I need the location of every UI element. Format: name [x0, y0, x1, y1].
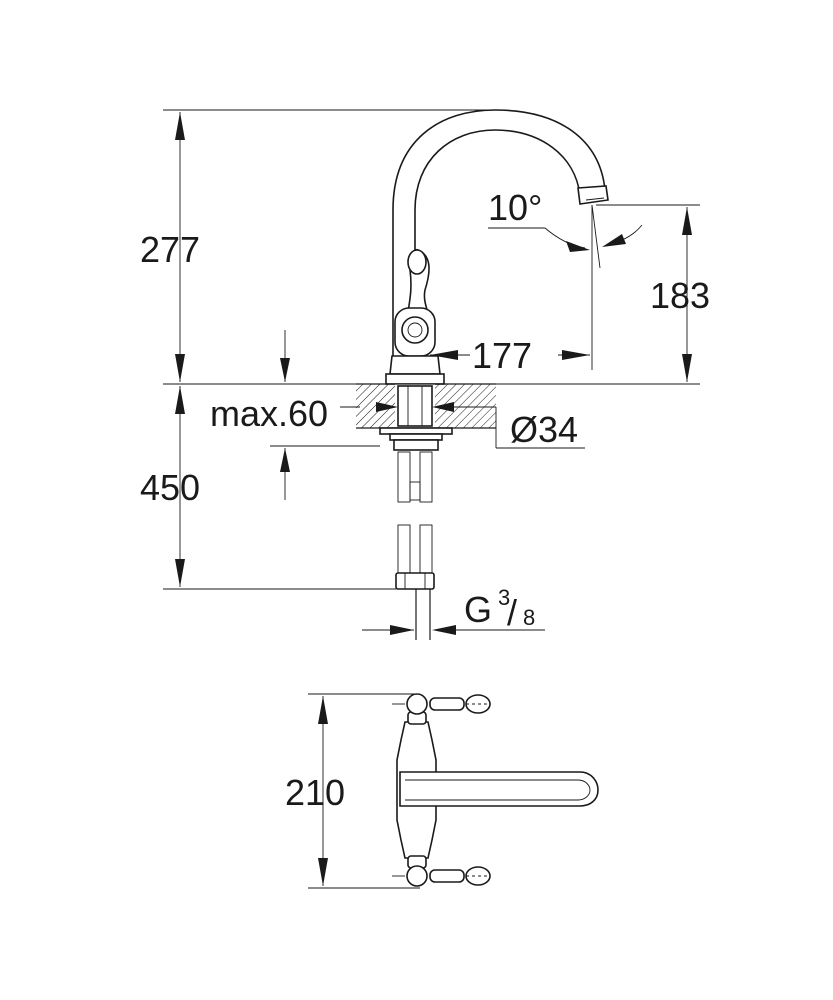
mounting-shank [379, 385, 453, 451]
handle-bottom [392, 865, 491, 887]
dim-max-thickness: max.60 [210, 393, 328, 434]
dim-hose-length: 450 [140, 467, 200, 508]
faucet-top-view [308, 693, 599, 889]
dim-angle: 10° [488, 187, 542, 228]
handle-top [392, 693, 491, 715]
supply-hoses [395, 451, 435, 640]
faucet-side-view [385, 109, 609, 385]
dim-hole-diameter: Ø34 [510, 409, 578, 450]
dim-spout-height: 183 [650, 275, 710, 316]
dim-thread-den: 8 [523, 605, 535, 630]
dim-reach: 177 [472, 335, 532, 376]
dim-thread-num: 3 [498, 585, 510, 610]
aerator [577, 185, 609, 205]
dim-height-total: 277 [140, 229, 200, 270]
dimension-lines [163, 109, 700, 635]
dim-width-top: 210 [285, 772, 345, 813]
dim-thread-prefix: G [464, 589, 492, 630]
dim-thread-slash: / [507, 592, 517, 633]
